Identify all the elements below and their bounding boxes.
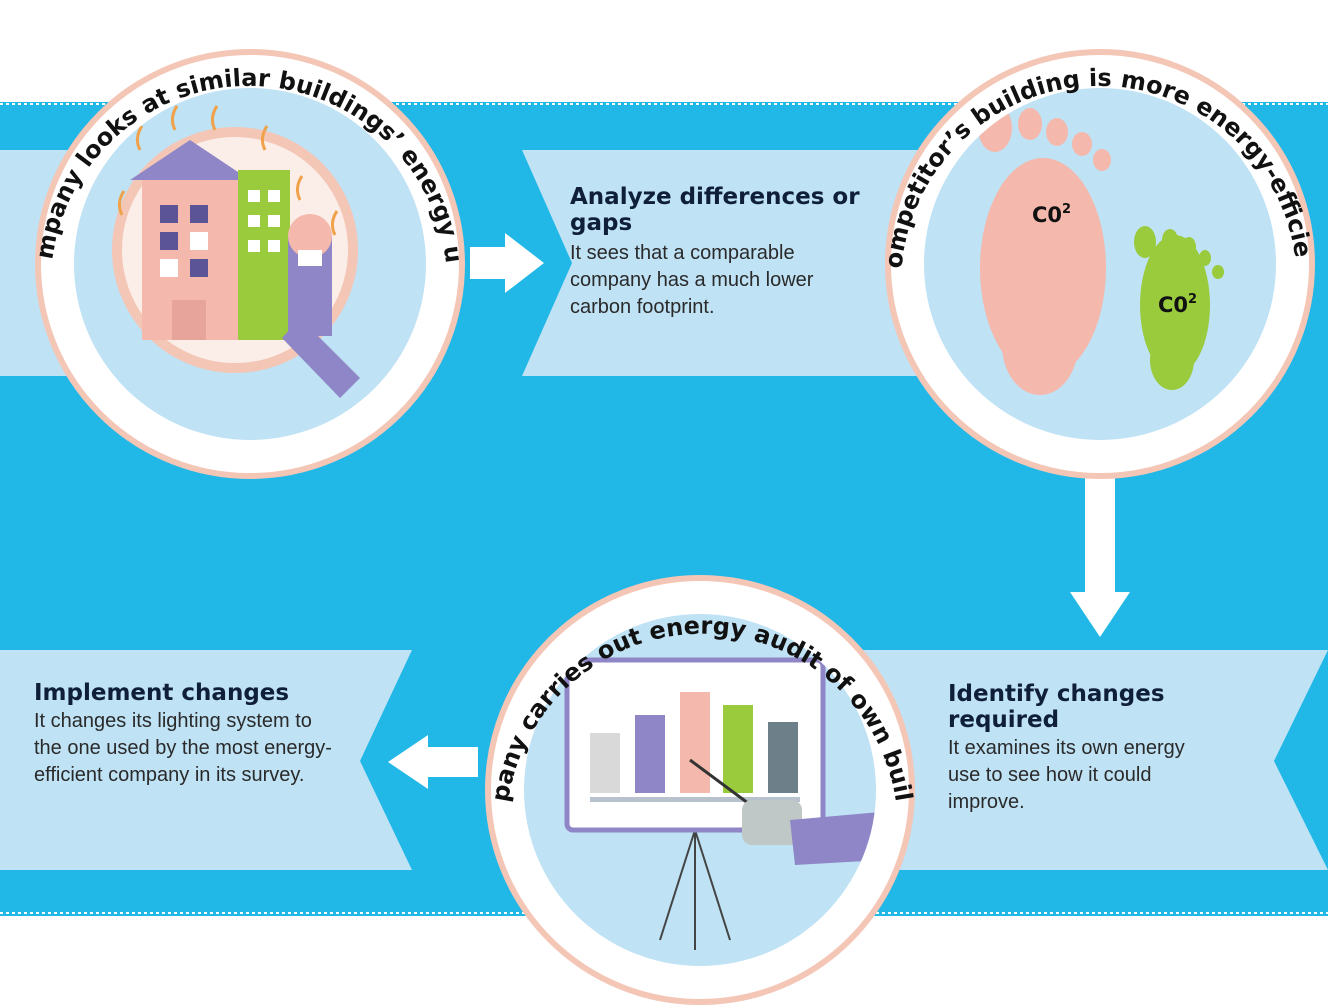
arrow-down-icon xyxy=(1070,455,1130,637)
arrow-left-icon xyxy=(388,735,478,789)
identify-title: Identify changes required xyxy=(948,681,1165,733)
arrow-right-icon xyxy=(470,233,544,293)
analyze-body: It sees that a comparable company has a … xyxy=(570,242,814,318)
implement-body: It changes its lighting system to the on… xyxy=(34,710,332,786)
implement-step: Implement changes It changes its lightin… xyxy=(34,680,344,789)
banner-identify xyxy=(860,650,1328,870)
implement-title: Implement changes xyxy=(34,680,290,706)
analyze-title: Analyze differences or gaps xyxy=(570,184,860,236)
banner-analyze xyxy=(522,150,930,376)
co2-label-large: C02 xyxy=(1032,202,1071,227)
banner-implement xyxy=(0,650,412,870)
identify-step: Identify changes required It examines it… xyxy=(948,681,1208,816)
analyze-step: Analyze differences or gaps It sees that… xyxy=(570,184,870,321)
footprint-large-icon xyxy=(978,104,1111,395)
identify-body: It examines its own energy use to see ho… xyxy=(948,737,1185,813)
presentation-board-icon xyxy=(564,657,876,950)
co2-label-small: C02 xyxy=(1158,292,1197,317)
footprint-small-icon xyxy=(1134,226,1224,390)
